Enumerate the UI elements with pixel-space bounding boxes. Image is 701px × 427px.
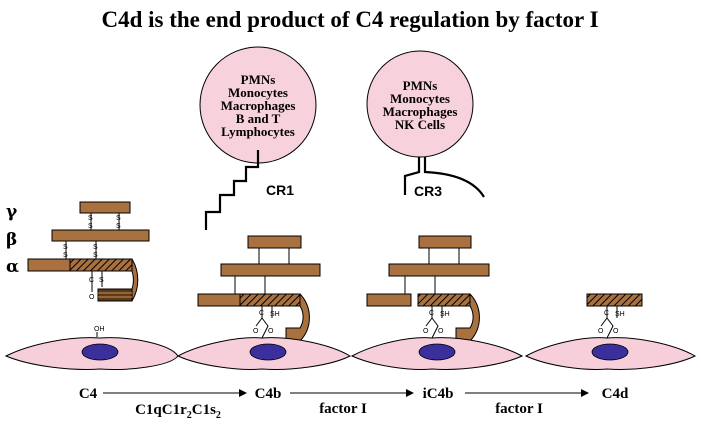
leukocyte-cr3-cell: PMNs Monocytes Macrophages NK Cells [366, 50, 474, 158]
cell-line-b-and-t: B and T [236, 111, 281, 126]
svg-text:O: O [423, 328, 429, 335]
beta-chain-label: β [6, 230, 17, 250]
svg-text:S: S [63, 244, 68, 251]
svg-text:S: S [63, 252, 68, 259]
c4d-ester-bond [600, 317, 614, 339]
svg-text:C: C [259, 310, 264, 317]
svg-text:C: C [604, 310, 609, 317]
svg-text:O: O [613, 328, 619, 335]
ic4b-ester-bond [425, 317, 439, 339]
svg-text:S: S [99, 277, 104, 284]
ic4b-alpha-n-fragment [366, 293, 412, 307]
step-c4b: C4b [255, 386, 282, 402]
cell-line-macrophages-2: Macrophages [383, 104, 458, 119]
enzyme-factor-i-2: factor I [495, 401, 543, 417]
step-ic4b: iC4b [423, 386, 454, 402]
c4d-thioester-domain [586, 293, 643, 307]
c4b-molecule: C SH O O [197, 235, 321, 342]
cr1-receptor [204, 150, 260, 230]
step-c4: C4 [79, 386, 98, 402]
target-cell-c4b [176, 337, 352, 370]
cell-line-pmns: PMNs [241, 72, 276, 87]
cr3-receptor [403, 157, 485, 198]
svg-text:C: C [89, 277, 94, 284]
svg-text:S: S [116, 223, 121, 230]
svg-text:SH: SH [440, 311, 450, 318]
target-cell-ic4b [350, 337, 524, 370]
c4d-fragment: C SH O O [586, 293, 643, 339]
leukocyte-cr1-cell: PMNs Monocytes Macrophages B and T Lymph… [199, 46, 317, 164]
ic4b-beta-chain [388, 263, 490, 277]
enzyme-c1-complex: C1qC1r2C1s2 [135, 402, 221, 421]
svg-text:S: S [116, 215, 121, 222]
svg-text:S: S [93, 244, 98, 251]
ic4b-gamma-chain [418, 235, 472, 249]
c4b-thioester-domain [239, 293, 301, 307]
target-cell-c4d [524, 337, 697, 370]
svg-text:O: O [89, 294, 95, 301]
svg-text:SH: SH [615, 311, 625, 318]
ic4b-molecule: C SH O O [366, 235, 490, 342]
c4-beta-chain [51, 229, 150, 242]
target-cell-c4: OH [4, 326, 179, 370]
svg-text:SH: SH [270, 311, 280, 318]
c4b-ester-bond [255, 317, 269, 339]
cell-line-macrophages: Macrophages [221, 98, 296, 113]
nucleus-icon [418, 343, 456, 361]
enzyme-factor-i-1: factor I [319, 401, 367, 417]
cell-line-lymphocytes: Lymphocytes [221, 124, 295, 139]
c4-thioester-domain [69, 258, 133, 272]
nucleus-icon [249, 343, 287, 361]
alpha-chain-label: α [6, 257, 19, 277]
gamma-chain-label: γ [6, 202, 18, 222]
svg-text:S: S [88, 223, 93, 230]
cell-line-monocytes: Monocytes [228, 85, 288, 100]
cr3-label: CR3 [414, 183, 442, 199]
c4b-gamma-chain [247, 235, 302, 249]
nucleus-icon [81, 343, 119, 361]
cell-line-pmns-2: PMNs [403, 78, 438, 93]
cr1-label: CR1 [266, 182, 294, 198]
ic4b-thioester-domain [417, 293, 471, 307]
svg-text:C: C [429, 310, 434, 317]
hydroxyl-label: OH [94, 326, 105, 333]
svg-text:O: O [268, 328, 274, 335]
svg-text:O: O [438, 328, 444, 335]
svg-text:S: S [93, 252, 98, 259]
c4b-beta-chain [220, 263, 321, 277]
svg-text:O: O [253, 328, 259, 335]
cell-line-monocytes-2: Monocytes [390, 91, 450, 106]
cell-line-nk-cells: NK Cells [395, 117, 445, 132]
svg-text:S: S [88, 215, 93, 222]
c4-c4a-fragment [97, 288, 133, 302]
step-c4d: C4d [602, 386, 629, 402]
nucleus-icon [591, 343, 629, 361]
c4-molecule: SS SS SS SS C S O [27, 201, 150, 302]
diagram-title: C4d is the end product of C4 regulation … [101, 7, 598, 32]
c4-gamma-chain [79, 201, 131, 214]
svg-text:O: O [598, 328, 604, 335]
